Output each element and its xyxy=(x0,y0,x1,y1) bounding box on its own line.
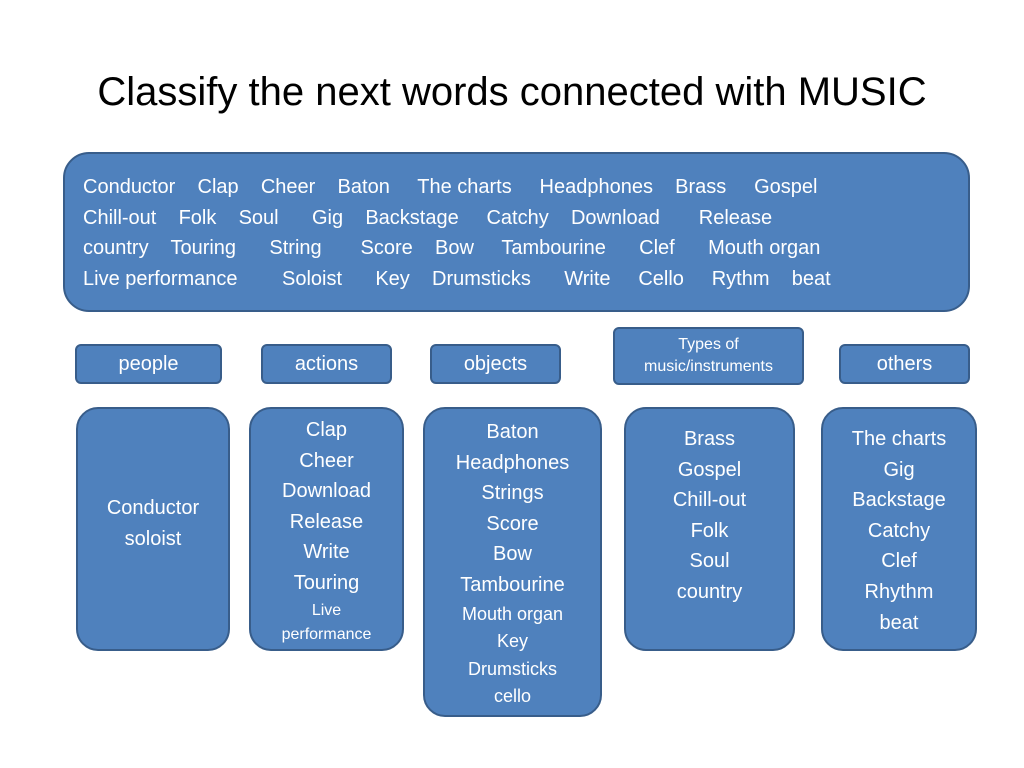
category-label-types-of-music: Types of music/instruments xyxy=(613,327,804,385)
list-item: Score xyxy=(486,512,539,535)
list-item: The charts xyxy=(851,428,947,450)
list-item: Clef xyxy=(881,550,917,573)
list-item: Conductor xyxy=(106,497,200,520)
list-item: cello xyxy=(493,686,532,707)
list-item: Release xyxy=(289,510,364,533)
list-item: Brass xyxy=(683,428,736,450)
list-item: Download xyxy=(282,480,371,503)
list-item: Mouth organ xyxy=(461,603,564,624)
list-item: Cheer xyxy=(299,449,354,472)
list-item: beat xyxy=(879,611,919,634)
category-label-others: others xyxy=(839,344,970,384)
list-item: Gospel xyxy=(677,458,742,481)
column-types-of-music: Brass Gospel Chill-out Folk Soul country xyxy=(624,407,795,651)
category-label-people: people xyxy=(75,344,222,384)
word-bank-line: Conductor Clap Cheer Baton The charts He… xyxy=(83,176,818,198)
list-item: soloist xyxy=(124,528,182,550)
list-item: Write xyxy=(303,541,350,564)
category-label-objects: objects xyxy=(430,344,561,384)
column-actions: Clap Cheer Download Release Write Tourin… xyxy=(249,407,404,651)
list-item: country xyxy=(676,580,743,603)
list-item: Folk xyxy=(690,519,729,542)
column-others: The charts Gig Backstage Catchy Clef Rhy… xyxy=(821,407,977,651)
word-bank-line: Chill-out Folk Soul Gig Backstage Catchy… xyxy=(83,206,773,229)
list-item: Drumsticks xyxy=(468,658,557,679)
list-item: Strings xyxy=(481,482,544,505)
list-item: Clap xyxy=(305,419,348,441)
category-label-line: music/instruments xyxy=(644,358,773,375)
list-item: Baton xyxy=(486,421,539,443)
list-item: Backstage xyxy=(852,489,946,512)
list-item: Gig xyxy=(883,458,915,481)
word-bank: Conductor Clap Cheer Baton The charts He… xyxy=(63,152,970,312)
column-people: Conductor soloist xyxy=(76,407,230,651)
list-item: Key xyxy=(496,631,529,652)
category-label-actions: actions xyxy=(261,344,392,384)
list-item: Bow xyxy=(493,543,532,566)
slide-title: Classify the next words connected with M… xyxy=(97,70,927,114)
list-item: Tambourine xyxy=(460,573,565,596)
word-bank-line: country Touring String Score Bow Tambour… xyxy=(83,237,821,260)
column-objects: Baton Headphones Strings Score Bow Tambo… xyxy=(423,407,602,717)
word-bank-line: Live performance Soloist Key Drumsticks … xyxy=(83,267,831,290)
list-item: Touring xyxy=(293,571,360,594)
list-item: Headphones xyxy=(455,451,570,474)
category-label-line: Types of xyxy=(678,336,739,353)
list-item: Soul xyxy=(689,550,730,573)
list-item: Chill-out xyxy=(672,489,747,512)
list-item: Rhythm xyxy=(864,580,934,603)
list-item: Catchy xyxy=(867,519,931,542)
list-item: Live xyxy=(311,601,342,619)
list-item: performance xyxy=(281,625,372,643)
